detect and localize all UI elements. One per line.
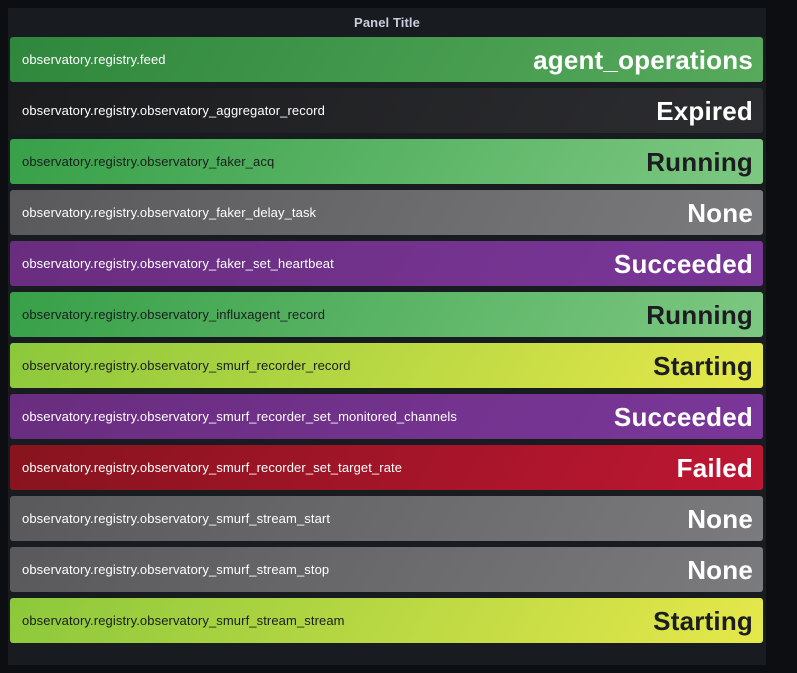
- metric-label: observatory.registry.observatory_smurf_s…: [22, 511, 331, 526]
- metric-label: observatory.registry.observatory_smurf_r…: [22, 460, 403, 475]
- metric-label: observatory.registry.observatory_faker_a…: [22, 154, 275, 169]
- status-row: observatory.registry.observatory_smurf_s…: [10, 598, 763, 643]
- status-value: None: [687, 197, 753, 228]
- status-value: Starting: [653, 350, 753, 381]
- status-row: observatory.registry.observatory_smurf_s…: [10, 496, 763, 541]
- metric-label: observatory.registry.observatory_aggrega…: [22, 103, 325, 118]
- status-row: observatory.registry.observatory_smurf_s…: [10, 547, 763, 592]
- status-value: Running: [646, 299, 753, 330]
- metric-label: observatory.registry.feed: [22, 52, 166, 67]
- status-value: None: [687, 503, 753, 534]
- status-row: observatory.registry.observatory_smurf_r…: [10, 394, 763, 439]
- metric-label: observatory.registry.observatory_smurf_s…: [22, 613, 345, 628]
- status-row: observatory.registry.observatory_influxa…: [10, 292, 763, 337]
- metric-label: observatory.registry.observatory_smurf_r…: [22, 358, 351, 373]
- status-value: Succeeded: [613, 401, 753, 432]
- panel-title[interactable]: Panel Title: [354, 15, 420, 30]
- status-row: observatory.registry.observatory_faker_a…: [10, 139, 763, 184]
- status-value: Failed: [676, 452, 753, 483]
- status-row: observatory.registry.observatory_aggrega…: [10, 88, 763, 133]
- status-value: agent_operations: [533, 44, 753, 75]
- metric-label: observatory.registry.observatory_faker_s…: [22, 256, 334, 271]
- status-row: observatory.registry.observatory_faker_s…: [10, 241, 763, 286]
- stat-panel: Panel Title observatory.registry.feed ag…: [8, 8, 766, 665]
- metric-label: observatory.registry.observatory_smurf_s…: [22, 562, 330, 577]
- status-row: observatory.registry.observatory_faker_d…: [10, 190, 763, 235]
- metric-label: observatory.registry.observatory_faker_d…: [22, 205, 317, 220]
- status-row: observatory.registry.feed agent_operatio…: [10, 37, 763, 82]
- metric-label: observatory.registry.observatory_smurf_r…: [22, 409, 457, 424]
- status-rows-container: observatory.registry.feed agent_operatio…: [8, 37, 766, 643]
- metric-label: observatory.registry.observatory_influxa…: [22, 307, 326, 322]
- panel-header: Panel Title: [8, 8, 766, 37]
- status-row: observatory.registry.observatory_smurf_r…: [10, 445, 763, 490]
- status-value: Expired: [656, 95, 753, 126]
- status-value: Succeeded: [613, 248, 753, 279]
- status-row: observatory.registry.observatory_smurf_r…: [10, 343, 763, 388]
- status-value: Running: [646, 146, 753, 177]
- status-value: None: [687, 554, 753, 585]
- status-value: Starting: [653, 605, 753, 636]
